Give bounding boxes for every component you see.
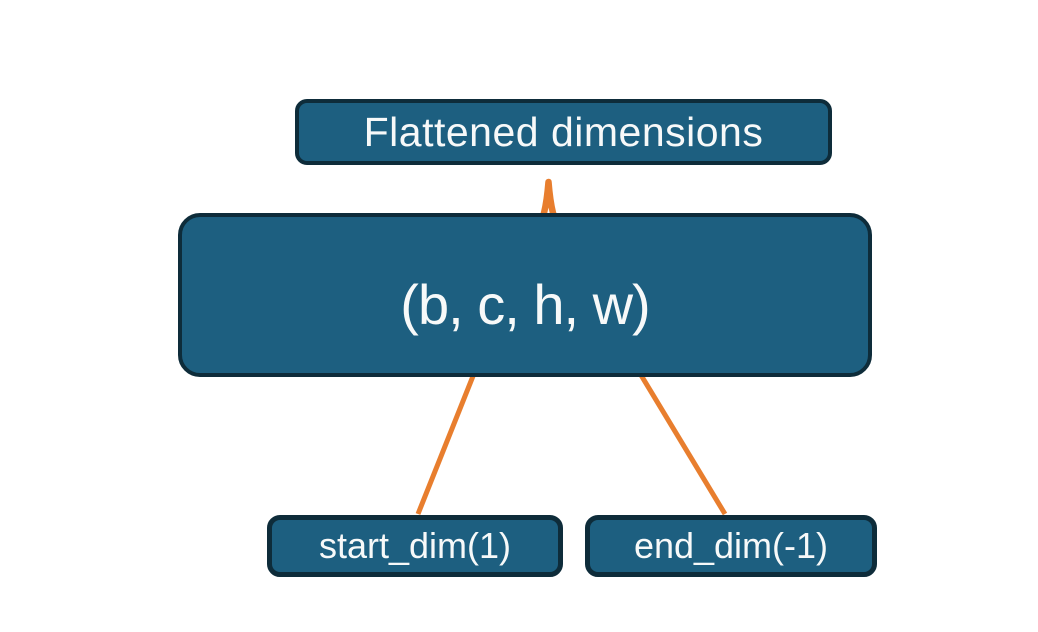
flattened-dimensions-box: Flattened dimensions [295, 99, 832, 165]
tensor-shape-label: (b, c, h, w) [400, 272, 650, 336]
flattened-dimensions-label: Flattened dimensions [363, 108, 764, 155]
tensor-shape-box: (b, c, h, w) [178, 213, 872, 377]
end-dim-label: end_dim(-1) [633, 525, 829, 566]
start-dim-label: start_dim(1) [318, 525, 512, 566]
end-dim-box: end_dim(-1) [585, 515, 877, 577]
start-dim-box: start_dim(1) [267, 515, 563, 577]
